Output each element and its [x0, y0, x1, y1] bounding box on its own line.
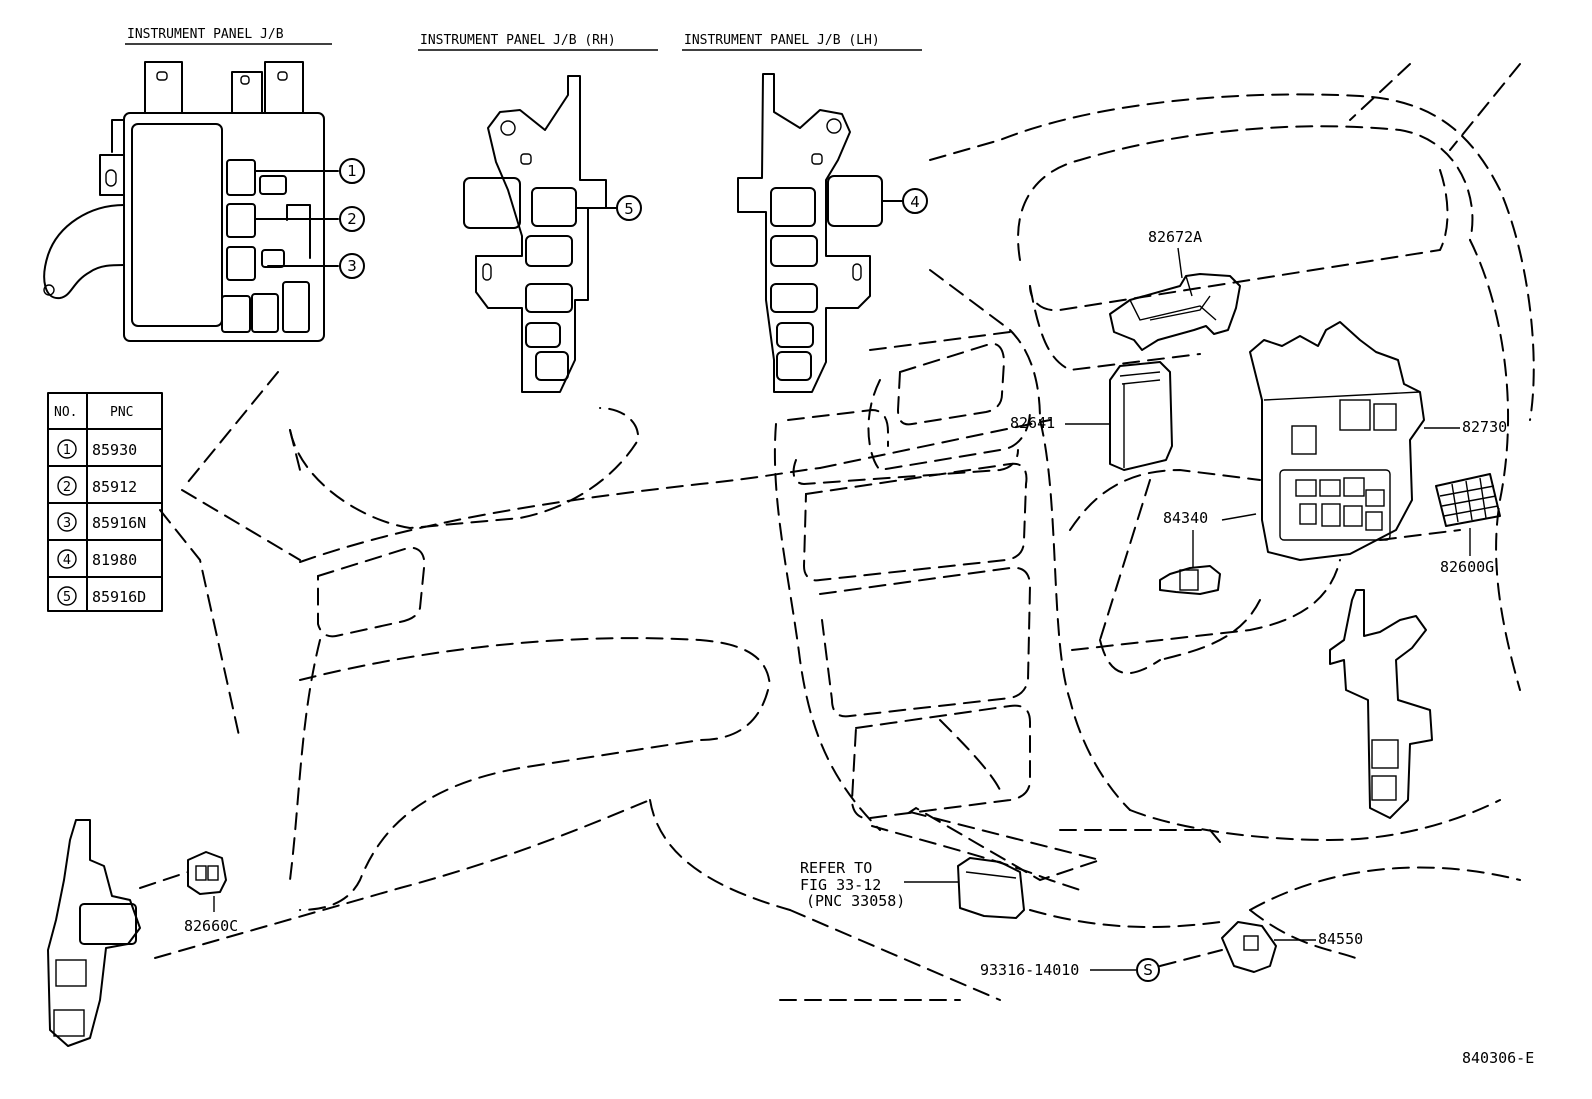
svg-text:4: 4	[910, 193, 920, 211]
svg-text:81980: 81980	[92, 551, 137, 569]
table-row: 3 85916N	[57, 512, 146, 532]
svg-text:85916N: 85916N	[92, 514, 146, 532]
svg-text:1: 1	[63, 443, 71, 458]
refer-module-drawing	[957, 857, 1025, 919]
label-93316-14010: 93316-14010	[980, 961, 1079, 979]
part-82672a-drawing	[1109, 273, 1241, 351]
part-84550-drawing	[1221, 921, 1277, 973]
svg-text:85912: 85912	[92, 478, 137, 496]
left-bracket-drawing	[47, 819, 141, 1047]
callout-s: S	[1136, 958, 1160, 982]
header-instrument-panel-jb: INSTRUMENT PANEL J/B	[127, 27, 284, 42]
part-82730-drawing	[1249, 321, 1425, 561]
callout-3: 3	[339, 253, 365, 279]
label-82672a: 82672A	[1148, 228, 1202, 246]
instrument-panel-jb-rh-drawing	[463, 75, 617, 393]
label-82600g: 82600G	[1440, 558, 1494, 576]
svg-text:S: S	[1143, 961, 1153, 979]
callout-5: 5	[616, 195, 642, 221]
table-row: 1 85930	[57, 439, 137, 459]
table-row: 4 81980	[57, 549, 137, 569]
svg-text:3: 3	[63, 516, 71, 531]
part-82641-drawing	[1109, 361, 1173, 471]
refer-note-line2: FIG 33-12	[800, 876, 881, 894]
label-84340: 84340	[1163, 509, 1208, 527]
svg-text:5: 5	[624, 200, 634, 218]
instrument-panel-jb-lh-drawing	[737, 73, 903, 393]
part-82660c-drawing	[139, 851, 227, 912]
refer-note-line3: (PNC 33058)	[806, 892, 905, 910]
label-84550: 84550	[1318, 930, 1363, 948]
part-82600g-drawing	[1435, 473, 1501, 527]
svg-text:85916D: 85916D	[92, 588, 146, 606]
refer-note-line1: REFER TO	[800, 859, 872, 877]
table-header-no: NO.	[54, 405, 77, 420]
pnc-table: NO. PNC 1 85930 2 85912 3 85916N 4 81980…	[47, 392, 163, 612]
svg-text:3: 3	[347, 257, 357, 275]
table-row: 2 85912	[57, 476, 137, 496]
svg-text:4: 4	[63, 553, 71, 568]
table-header-pnc: PNC	[110, 405, 133, 420]
right-bracket-drawing	[1329, 589, 1433, 819]
part-84340-drawing	[1159, 565, 1221, 595]
callout-1: 1	[339, 158, 365, 184]
table-row: 5 85916D	[57, 586, 146, 606]
figure-id: 840306-E	[1462, 1049, 1534, 1067]
label-82730: 82730	[1462, 418, 1507, 436]
label-82660c: 82660C	[184, 917, 238, 935]
label-82641: 82641	[1010, 414, 1055, 432]
svg-text:5: 5	[63, 590, 71, 605]
svg-text:2: 2	[63, 480, 71, 495]
callout-2: 2	[339, 206, 365, 232]
svg-text:85930: 85930	[92, 441, 137, 459]
header-instrument-panel-jb-lh: INSTRUMENT PANEL J/B (LH)	[684, 33, 880, 48]
svg-text:2: 2	[347, 210, 357, 228]
instrument-panel-outline	[154, 63, 1535, 1001]
svg-text:1: 1	[347, 162, 357, 180]
instrument-panel-jb-drawing	[43, 61, 339, 342]
header-instrument-panel-jb-rh: INSTRUMENT PANEL J/B (RH)	[420, 33, 616, 48]
callout-4: 4	[902, 188, 928, 214]
